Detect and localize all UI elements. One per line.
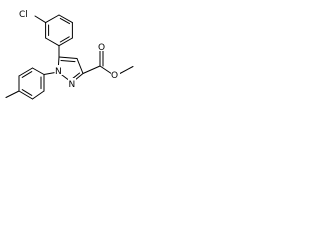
pyrazole-n2-label: N [69, 80, 76, 90]
chemical-structure: Cl N N O O [5, 10, 134, 100]
ester-oxygen-label: O [111, 71, 118, 81]
chlorine-label: Cl [19, 10, 28, 20]
c-cl-bond [34, 15, 47, 24]
methyl-bond [5, 90, 20, 98]
pyrazole-n1-label: N [55, 67, 62, 77]
methyl-ester [82, 50, 134, 75]
tolyl-ring [18, 67, 45, 100]
carbonyl-oxygen-label: O [98, 43, 105, 53]
chlorophenyl-ring [45, 14, 73, 47]
